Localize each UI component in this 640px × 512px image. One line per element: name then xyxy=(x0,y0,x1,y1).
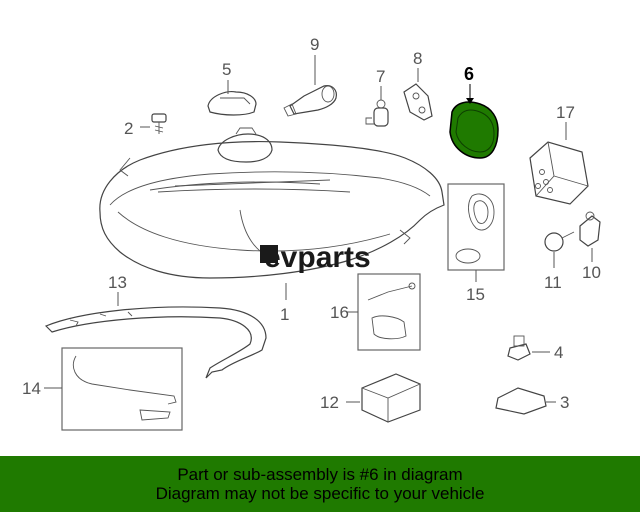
info-banner: Part or sub-assembly is #6 in diagram Di… xyxy=(0,456,640,512)
callout-5: 5 xyxy=(222,60,231,79)
callout-13: 13 xyxy=(108,273,127,292)
parts-diagram: 1 2 5 9 7 8 6 xyxy=(22,35,601,431)
headlamp-assembly xyxy=(99,127,445,279)
callout-12: 12 xyxy=(320,393,339,412)
callout-15: 15 xyxy=(466,285,485,304)
callout-2: 2 xyxy=(124,119,133,138)
control-unit-part-12 xyxy=(361,373,421,423)
ballast-part-17 xyxy=(529,141,589,205)
bolt-part-4 xyxy=(507,335,531,361)
evparts-logo: evparts xyxy=(260,241,371,274)
cover-cap-part-5 xyxy=(207,91,257,116)
trim-strip-part-13 xyxy=(44,306,267,379)
callout-16: 16 xyxy=(330,303,349,322)
callout-3: 3 xyxy=(560,393,569,412)
callout-4: 4 xyxy=(554,343,563,362)
gasket-box-part-15 xyxy=(447,183,505,271)
socket-part-8 xyxy=(403,83,433,121)
bulb-part-7 xyxy=(365,99,389,127)
callout-10: 10 xyxy=(582,263,601,282)
callout-8: 8 xyxy=(413,49,422,68)
callout-17: 17 xyxy=(556,103,575,122)
callout-14: 14 xyxy=(22,379,41,398)
pad-part-3 xyxy=(495,387,547,415)
cover-part-6-highlighted xyxy=(449,101,499,159)
bulb-part-9 xyxy=(283,85,337,117)
actuator-part-10 xyxy=(579,211,601,247)
banner-line-2: Diagram may not be specific to your vehi… xyxy=(155,484,485,503)
screw-part-2 xyxy=(151,113,167,134)
callout-9: 9 xyxy=(310,35,319,54)
callout-6: 6 xyxy=(464,64,474,84)
svg-text:evparts: evparts xyxy=(264,241,371,274)
callout-11: 11 xyxy=(544,273,562,292)
callout-1: 1 xyxy=(280,305,289,324)
callout-7: 7 xyxy=(376,67,385,86)
banner-line-1: Part or sub-assembly is #6 in diagram xyxy=(177,465,463,484)
sensor-part-11 xyxy=(544,231,575,252)
